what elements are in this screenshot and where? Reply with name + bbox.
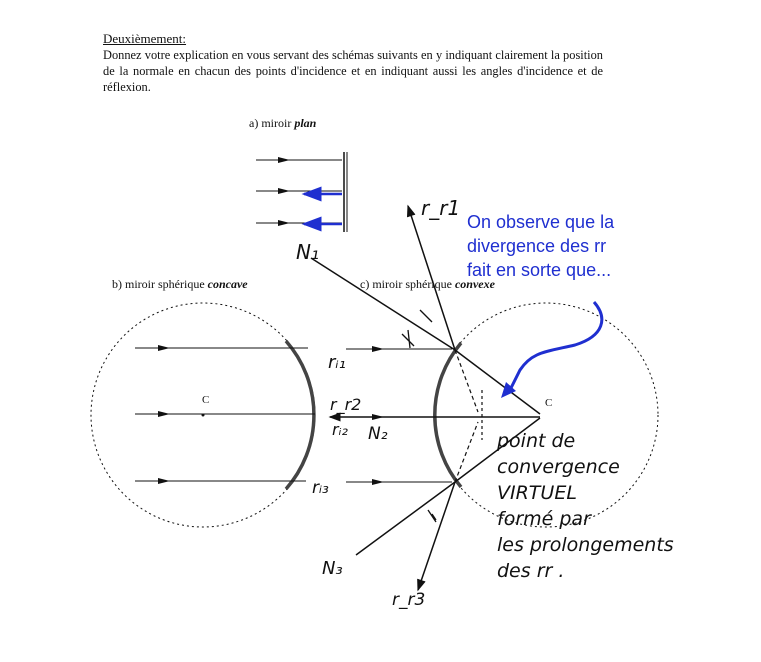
plane-mirror-diagram <box>256 152 348 232</box>
blue-annotation-arrowhead <box>501 382 516 398</box>
concave-center-label: C <box>202 394 210 406</box>
diagram-a-label: a) miroir plan <box>249 116 317 130</box>
reflected-ray-1 <box>406 204 456 351</box>
label-N1: N₁ <box>296 240 319 264</box>
plane-arrowhead-1 <box>278 157 290 163</box>
convex-center-label: C <box>545 397 553 409</box>
blue-annotation-arrow <box>507 301 604 393</box>
diagram-b-label: b) miroir sphérique concave <box>112 277 248 291</box>
label-ri3: rᵢ₃ <box>312 478 329 498</box>
normal-N1 <box>310 257 456 351</box>
plane-arrowhead-3 <box>278 220 290 226</box>
N1-to-center <box>454 349 541 415</box>
label-ri1: rᵢ₁ <box>328 352 346 373</box>
reflected-ray-3 <box>417 481 456 592</box>
label-rr1: r_r1 <box>421 196 461 220</box>
plane-arrowhead-2 <box>278 188 290 194</box>
label-rr2: r_r2 <box>330 395 362 414</box>
diagram-c-label: c) miroir sphérique convexe <box>360 277 495 291</box>
label-rr3: r_r3 <box>392 590 426 610</box>
label-N2: N₂ <box>368 424 388 444</box>
label-ri2: rᵢ₂ <box>332 420 348 439</box>
handwritten-explanation: point de convergence VIRTUEL formé par l… <box>497 430 674 582</box>
normal-N3 <box>355 481 456 556</box>
convex-mirror-diagram <box>310 204 659 592</box>
blue-annotation: On observe que la divergence des rr fait… <box>467 212 615 280</box>
instruction-paragraph: Donnez votre explication en vous servant… <box>103 48 603 94</box>
convex-mirror-arc <box>433 341 463 489</box>
N3-to-center <box>454 417 541 483</box>
label-N3: N₃ <box>322 558 343 579</box>
section-heading: Deuxièmement: <box>103 31 187 46</box>
concave-mirror-diagram <box>90 302 316 528</box>
virtual-extension-3 <box>454 421 479 483</box>
concave-mirror-arc <box>284 339 316 491</box>
